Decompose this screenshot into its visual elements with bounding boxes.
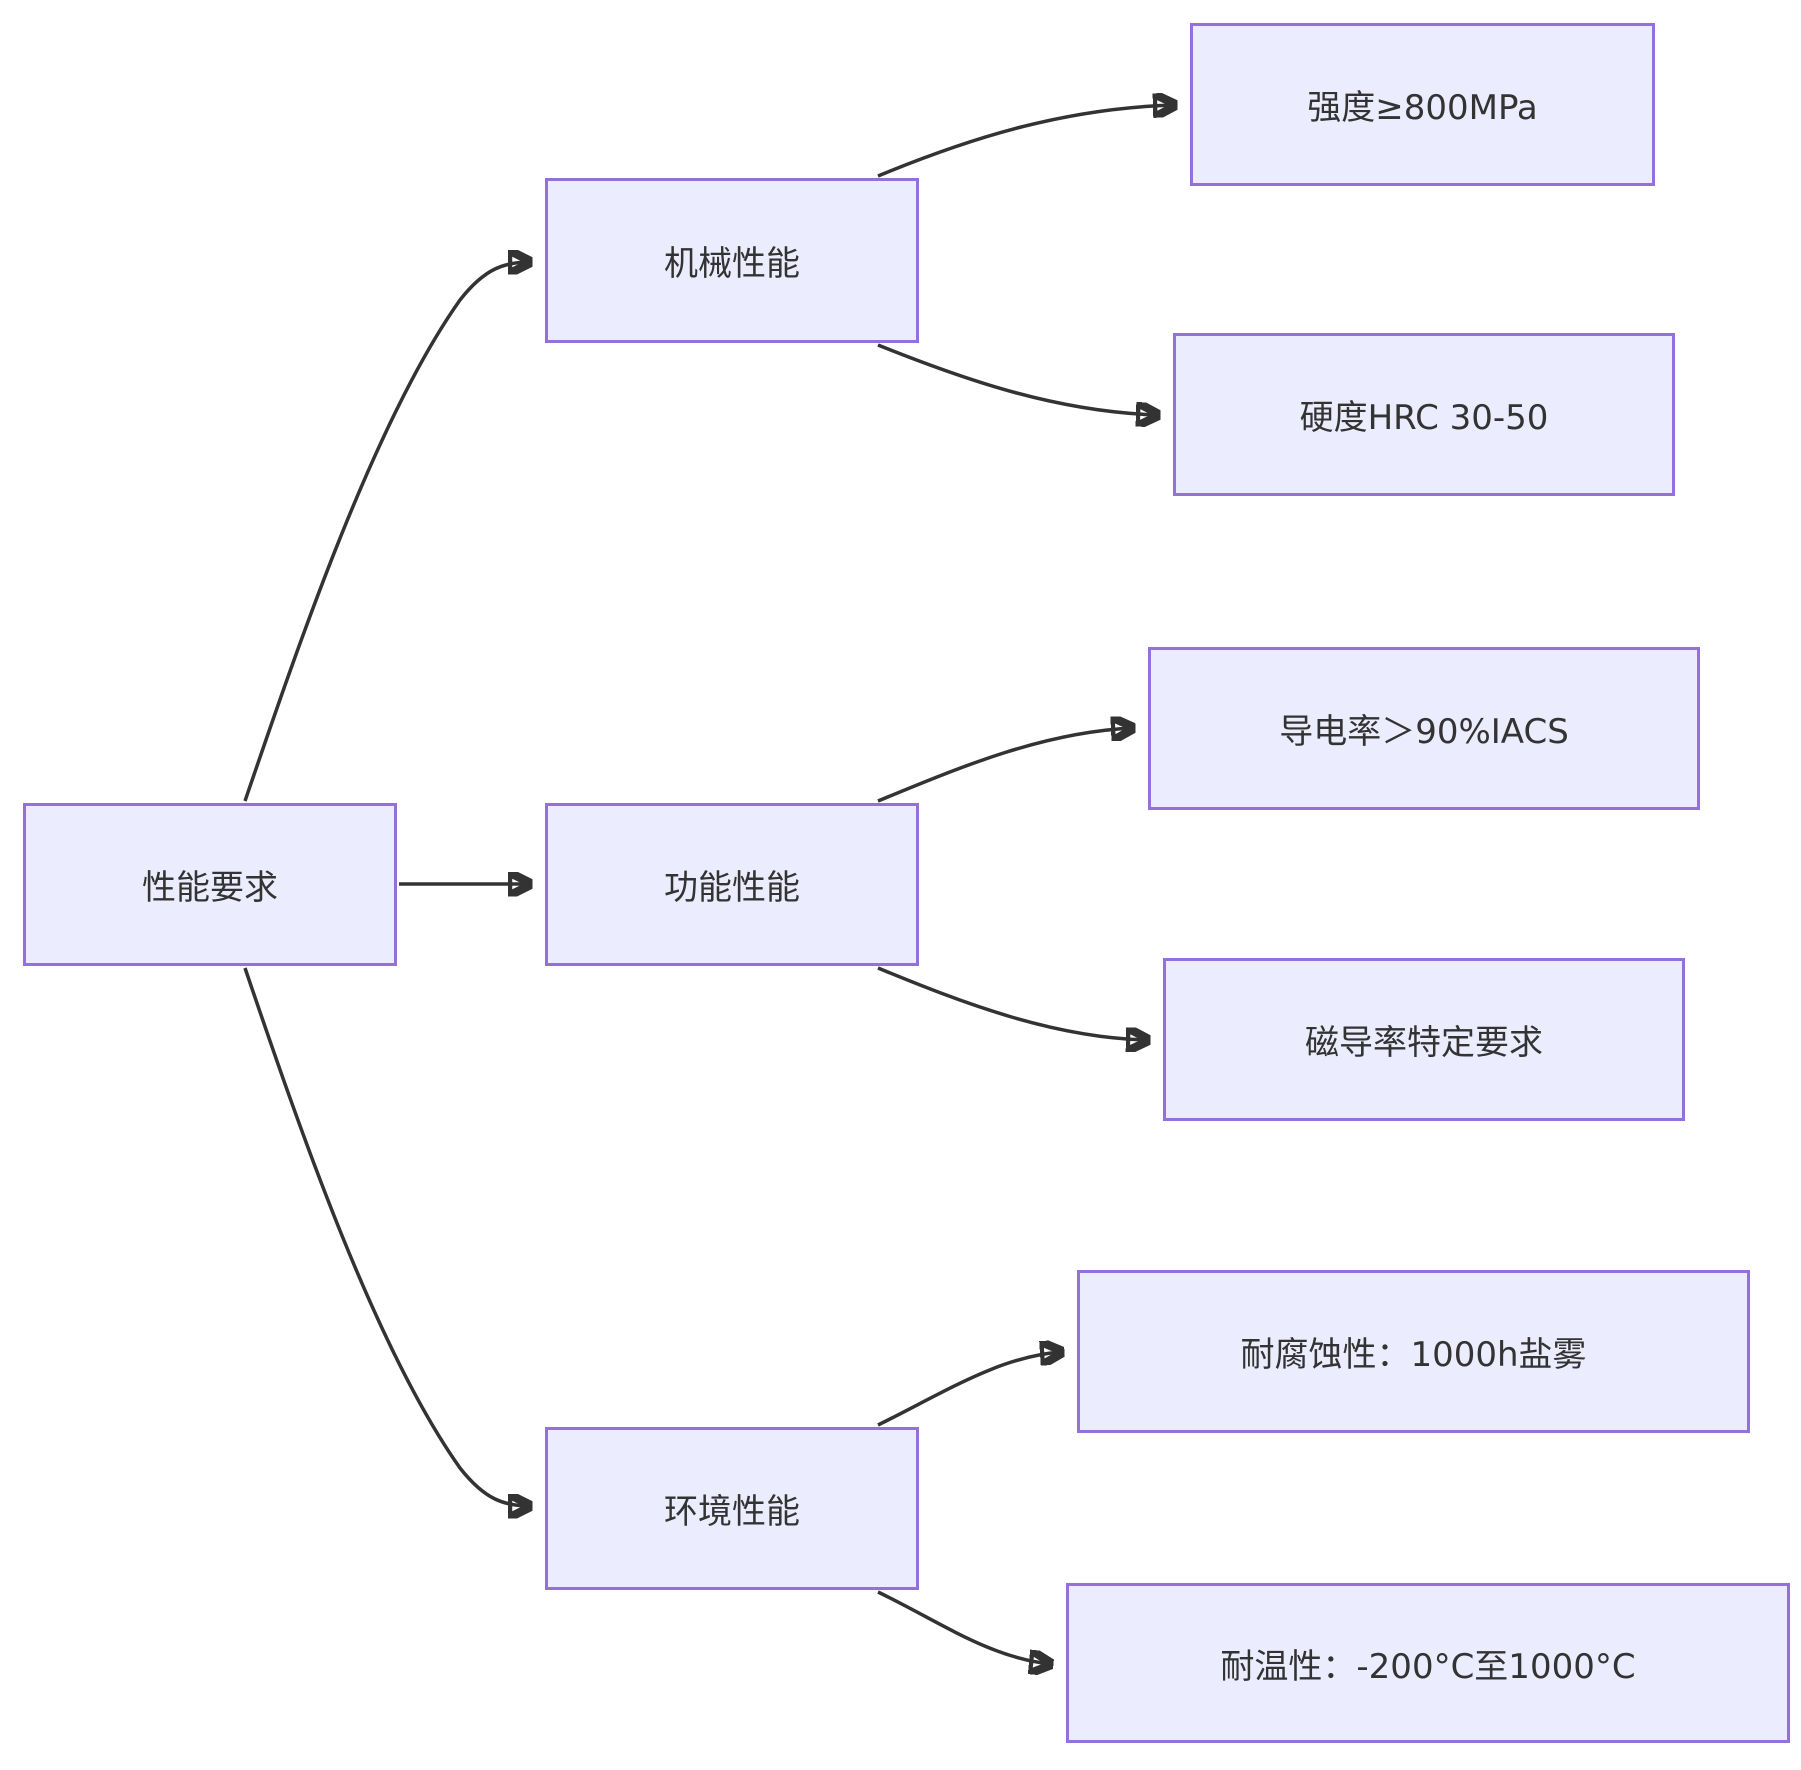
leaf-node-temperature-resistance: 耐温性：-200°C至1000°C <box>1066 1583 1790 1743</box>
edge-functional-to-magnetic <box>877 966 1148 1040</box>
leaf-node-magnetic-permeability: 磁导率特定要求 <box>1163 958 1685 1121</box>
node-label: 环境性能 <box>664 1492 800 1532</box>
node-label: 耐温性：-200°C至1000°C <box>1220 1646 1636 1687</box>
leaf-node-conductivity: 导电率＞90%IACS <box>1148 647 1700 810</box>
edge-environmental-to-corrosion <box>877 1352 1062 1427</box>
node-label: 性能要求 <box>142 868 278 908</box>
node-label: 强度≥800MPa <box>1307 88 1538 128</box>
edge-mechanical-to-strength <box>877 105 1175 178</box>
branch-node-functional-performance: 功能性能 <box>545 803 919 966</box>
root-node-performance-requirements: 性能要求 <box>23 803 397 966</box>
edge-mechanical-to-hardness <box>877 343 1158 415</box>
node-label: 硬度HRC 30-50 <box>1299 398 1549 438</box>
edge-root-to-environmental <box>243 967 530 1506</box>
leaf-node-strength: 强度≥800MPa <box>1190 23 1655 186</box>
leaf-node-hardness: 硬度HRC 30-50 <box>1173 333 1675 496</box>
edge-functional-to-conductivity <box>877 728 1133 803</box>
node-label: 导电率＞90%IACS <box>1279 712 1569 752</box>
node-label: 机械性能 <box>664 244 800 284</box>
leaf-node-corrosion-resistance: 耐腐蚀性：1000h盐雾 <box>1077 1270 1750 1433</box>
edge-environmental-to-temperature <box>877 1590 1051 1664</box>
node-label: 耐腐蚀性：1000h盐雾 <box>1240 1335 1587 1375</box>
branch-node-mechanical-performance: 机械性能 <box>545 178 919 343</box>
edge-root-to-mechanical <box>243 262 530 802</box>
branch-node-environmental-performance: 环境性能 <box>545 1427 919 1590</box>
node-label: 功能性能 <box>664 868 800 908</box>
node-label: 磁导率特定要求 <box>1305 1023 1543 1063</box>
